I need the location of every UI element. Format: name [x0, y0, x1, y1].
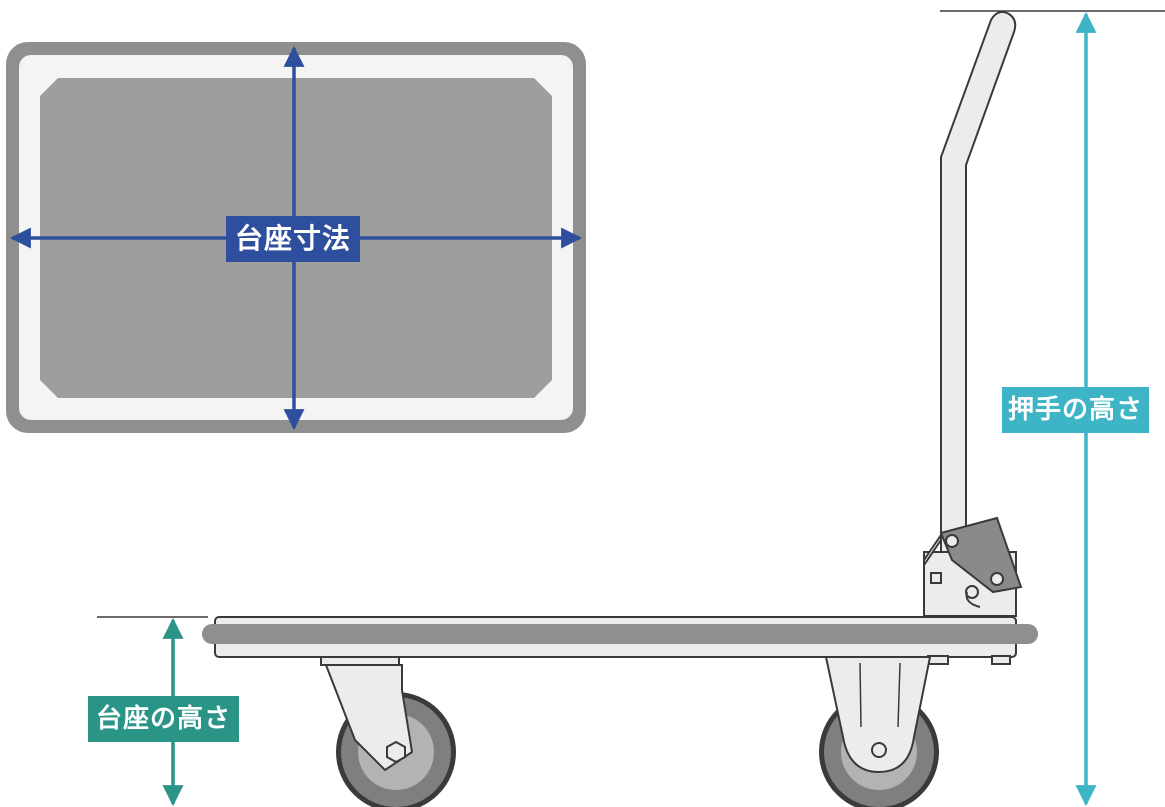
deck-height-label: 台座の高さ [88, 696, 240, 742]
cart-deck-side [202, 616, 1038, 665]
deck-dimensions-label: 台座寸法 [226, 216, 361, 262]
rear-wheel [320, 656, 456, 807]
front-wheel [819, 656, 939, 807]
handle-hinge-bracket [923, 516, 1023, 617]
cart-handle [940, 11, 1017, 613]
handle-height-label: 押手の高さ [1002, 387, 1150, 433]
